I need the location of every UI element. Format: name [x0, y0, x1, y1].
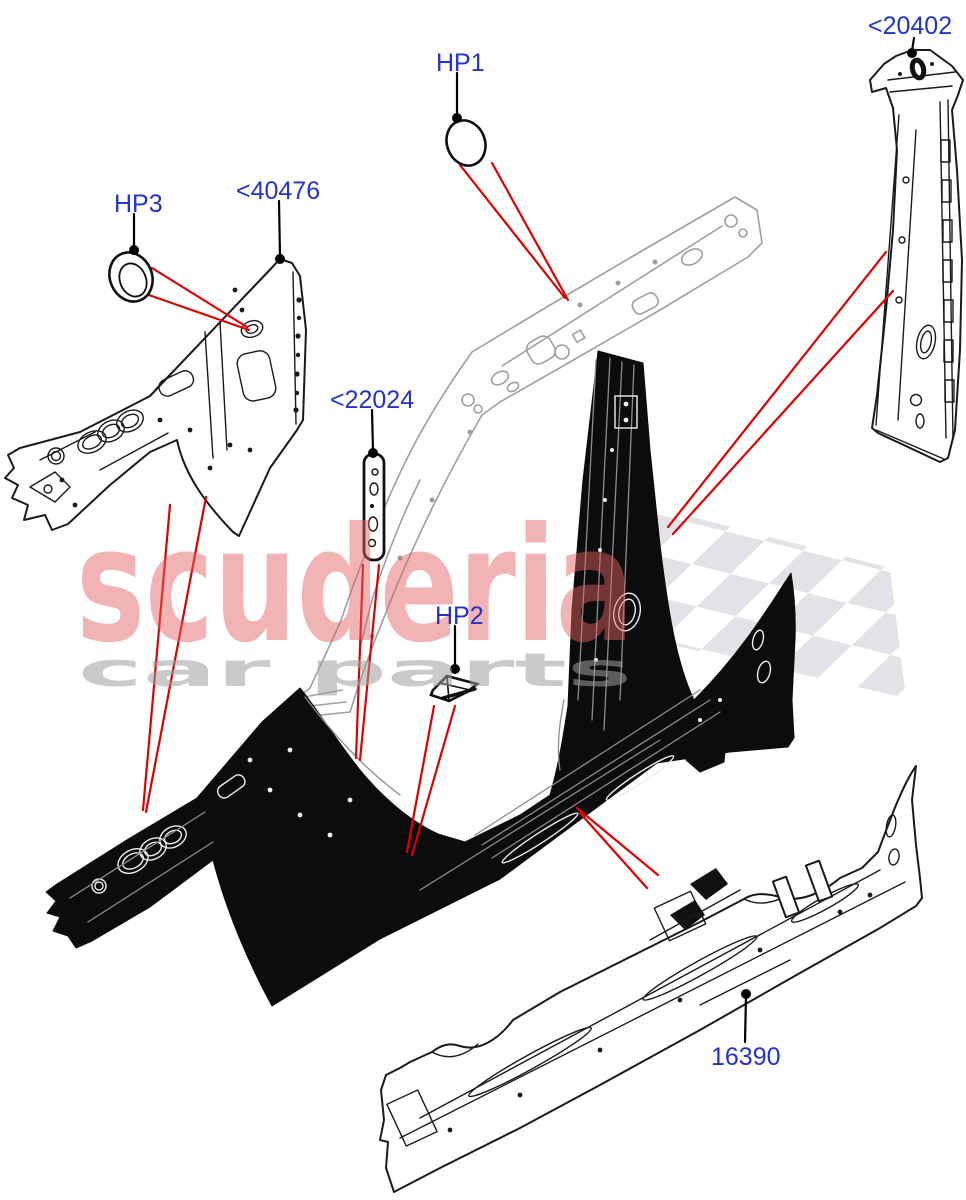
label-40476[interactable]: <40476 [236, 177, 320, 205]
part-grommet-hp3[interactable] [102, 246, 160, 308]
label-22024[interactable]: <22024 [330, 386, 414, 414]
watermark-brand-text: scuderia [76, 494, 634, 678]
callout-line-22024 [354, 563, 381, 762]
callout-line-bpillar [666, 250, 895, 536]
part-apillar-wheelhouse-inner[interactable] [4, 258, 307, 537]
callout-line-hp2 [405, 704, 457, 857]
part-sill-outer-panel[interactable] [379, 765, 923, 1193]
callout-lines [141, 161, 895, 890]
label-hp1[interactable]: HP1 [436, 49, 485, 77]
label-hp2[interactable]: HP2 [435, 602, 484, 630]
ghost-aperture-outline [271, 196, 763, 721]
label-20402[interactable]: <20402 [868, 12, 952, 40]
label-16390[interactable]: 16390 [711, 1043, 781, 1071]
part-bpillar-inner[interactable] [869, 49, 964, 463]
part-clip-hp2[interactable] [429, 674, 480, 703]
callout-line-apillar [141, 495, 208, 814]
label-hp3[interactable]: HP3 [114, 190, 163, 218]
watermark-tagline-text: car parts [78, 643, 632, 697]
part-plug-hp1[interactable] [440, 115, 491, 171]
callout-line-hp3 [144, 266, 251, 332]
leader-lines [129, 36, 917, 1044]
part-body-side-inner-main[interactable] [45, 350, 796, 1007]
callout-line-hp1 [458, 161, 570, 302]
callout-line-16390 [575, 806, 660, 890]
